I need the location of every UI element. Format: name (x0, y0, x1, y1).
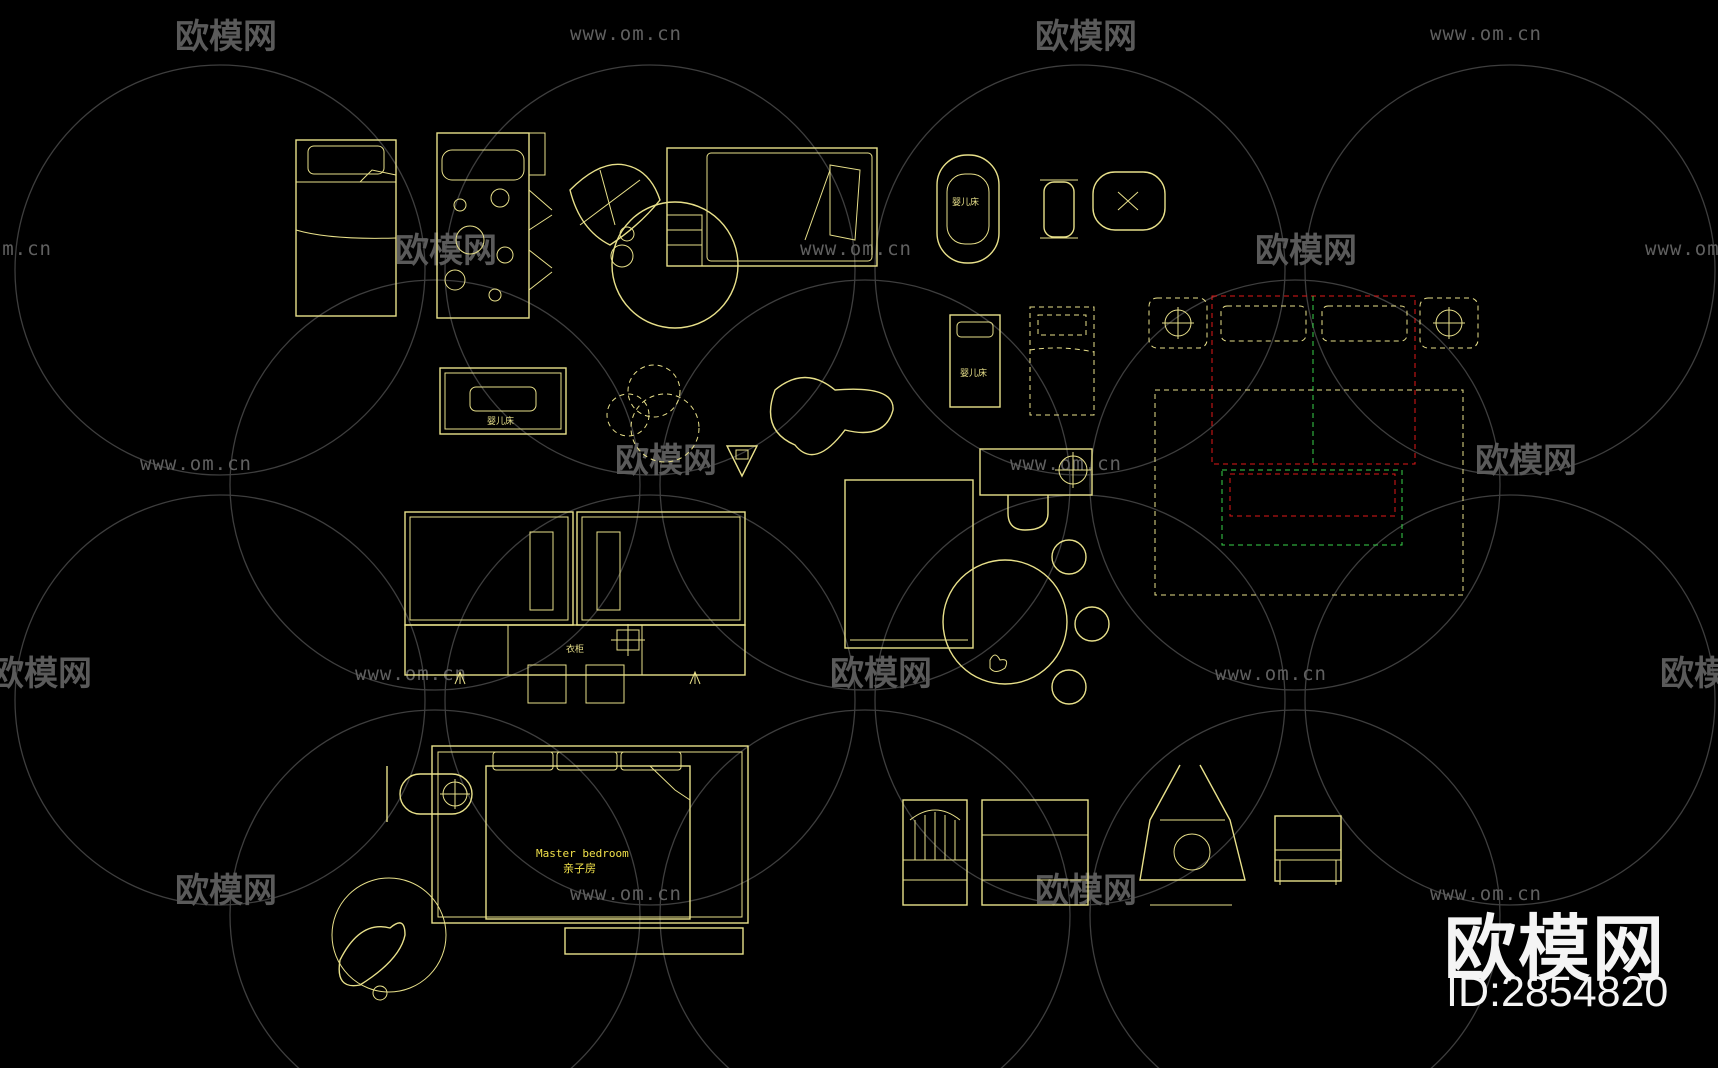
bed-side-elevation (981, 799, 1089, 906)
watermark-arcs (14, 64, 1716, 1068)
watermark-brand: 欧模网 (0, 654, 92, 694)
watermark-brand: 欧模网 (1035, 17, 1137, 57)
organic-shaped-table (769, 376, 894, 456)
single-bed-plan (295, 139, 397, 317)
watermark-url: www.om.cn (1430, 883, 1542, 905)
watermark-url: www.om.cn (1215, 663, 1327, 685)
wardrobe-plan: 衣柜 (404, 511, 746, 704)
bench-elevation (1274, 815, 1342, 885)
corner-brand-logo: 欧模网 (1443, 907, 1666, 991)
watermark-url: www.om.cn (570, 883, 682, 905)
bed-with-desk-and-stools (844, 448, 1110, 705)
room-label-en: Master bedroom (536, 847, 629, 860)
teepee-tent-elevation (1139, 764, 1246, 906)
double-bed-with-rug (1148, 295, 1479, 596)
oval-crib: 婴儿床 (936, 154, 1000, 264)
watermark-brand: 欧模网 (615, 441, 717, 481)
crib-small: 婴儿床 (949, 314, 1001, 408)
watermark-url: www.om.cn (355, 663, 467, 685)
triangle-mark (725, 445, 759, 478)
cabinet-label: 衣柜 (566, 643, 584, 655)
watermark-brand: 欧模网 (1475, 441, 1577, 481)
crib-label: 婴儿床 (952, 196, 979, 208)
watermark-brand: 欧模网 (395, 231, 497, 271)
loft-bed-plan (666, 147, 878, 267)
patterned-kids-bed-plan (436, 132, 553, 319)
crib-horizontal: 婴儿床 (439, 367, 567, 435)
room-label-cn: 亲子房 (563, 861, 596, 875)
watermark-brand: 欧模网 (830, 654, 932, 694)
watermark-url: www.om.cn (1010, 453, 1122, 475)
crib-side-elevation (902, 799, 968, 906)
master-bedroom-plan: Master bedroom 亲子房 (331, 745, 749, 1001)
model-id-label: ID:2854820 (1446, 968, 1669, 1016)
crib-label: 婴儿床 (487, 415, 514, 427)
crib-label: 婴儿床 (960, 367, 987, 379)
watermark-layer: 欧模网 欧模网 欧模网 欧模网 欧模网 欧模网 欧模网 欧模网 欧模网 欧模网 … (0, 17, 1718, 911)
watermark-url: www.om.cn (570, 23, 682, 45)
watermark-brand: 欧模网 (175, 871, 277, 911)
watermark-url: www.om.cn (1645, 238, 1718, 260)
dashed-single-bed (1029, 306, 1095, 416)
watermark-brand: 欧模网 (1660, 654, 1718, 694)
stroller-and-ottoman (1040, 171, 1166, 239)
watermark-url: www.om.cn (0, 238, 52, 260)
watermark-brand: 欧模网 (1255, 231, 1357, 271)
watermark-url: www.om.cn (800, 238, 912, 260)
leaf-rug-and-round-table (569, 163, 739, 329)
watermark-url: www.om.cn (1430, 23, 1542, 45)
dashed-stool-cluster (606, 364, 700, 463)
watermark-brand: 欧模网 (175, 17, 277, 57)
watermark-url: www.om.cn (140, 453, 252, 475)
